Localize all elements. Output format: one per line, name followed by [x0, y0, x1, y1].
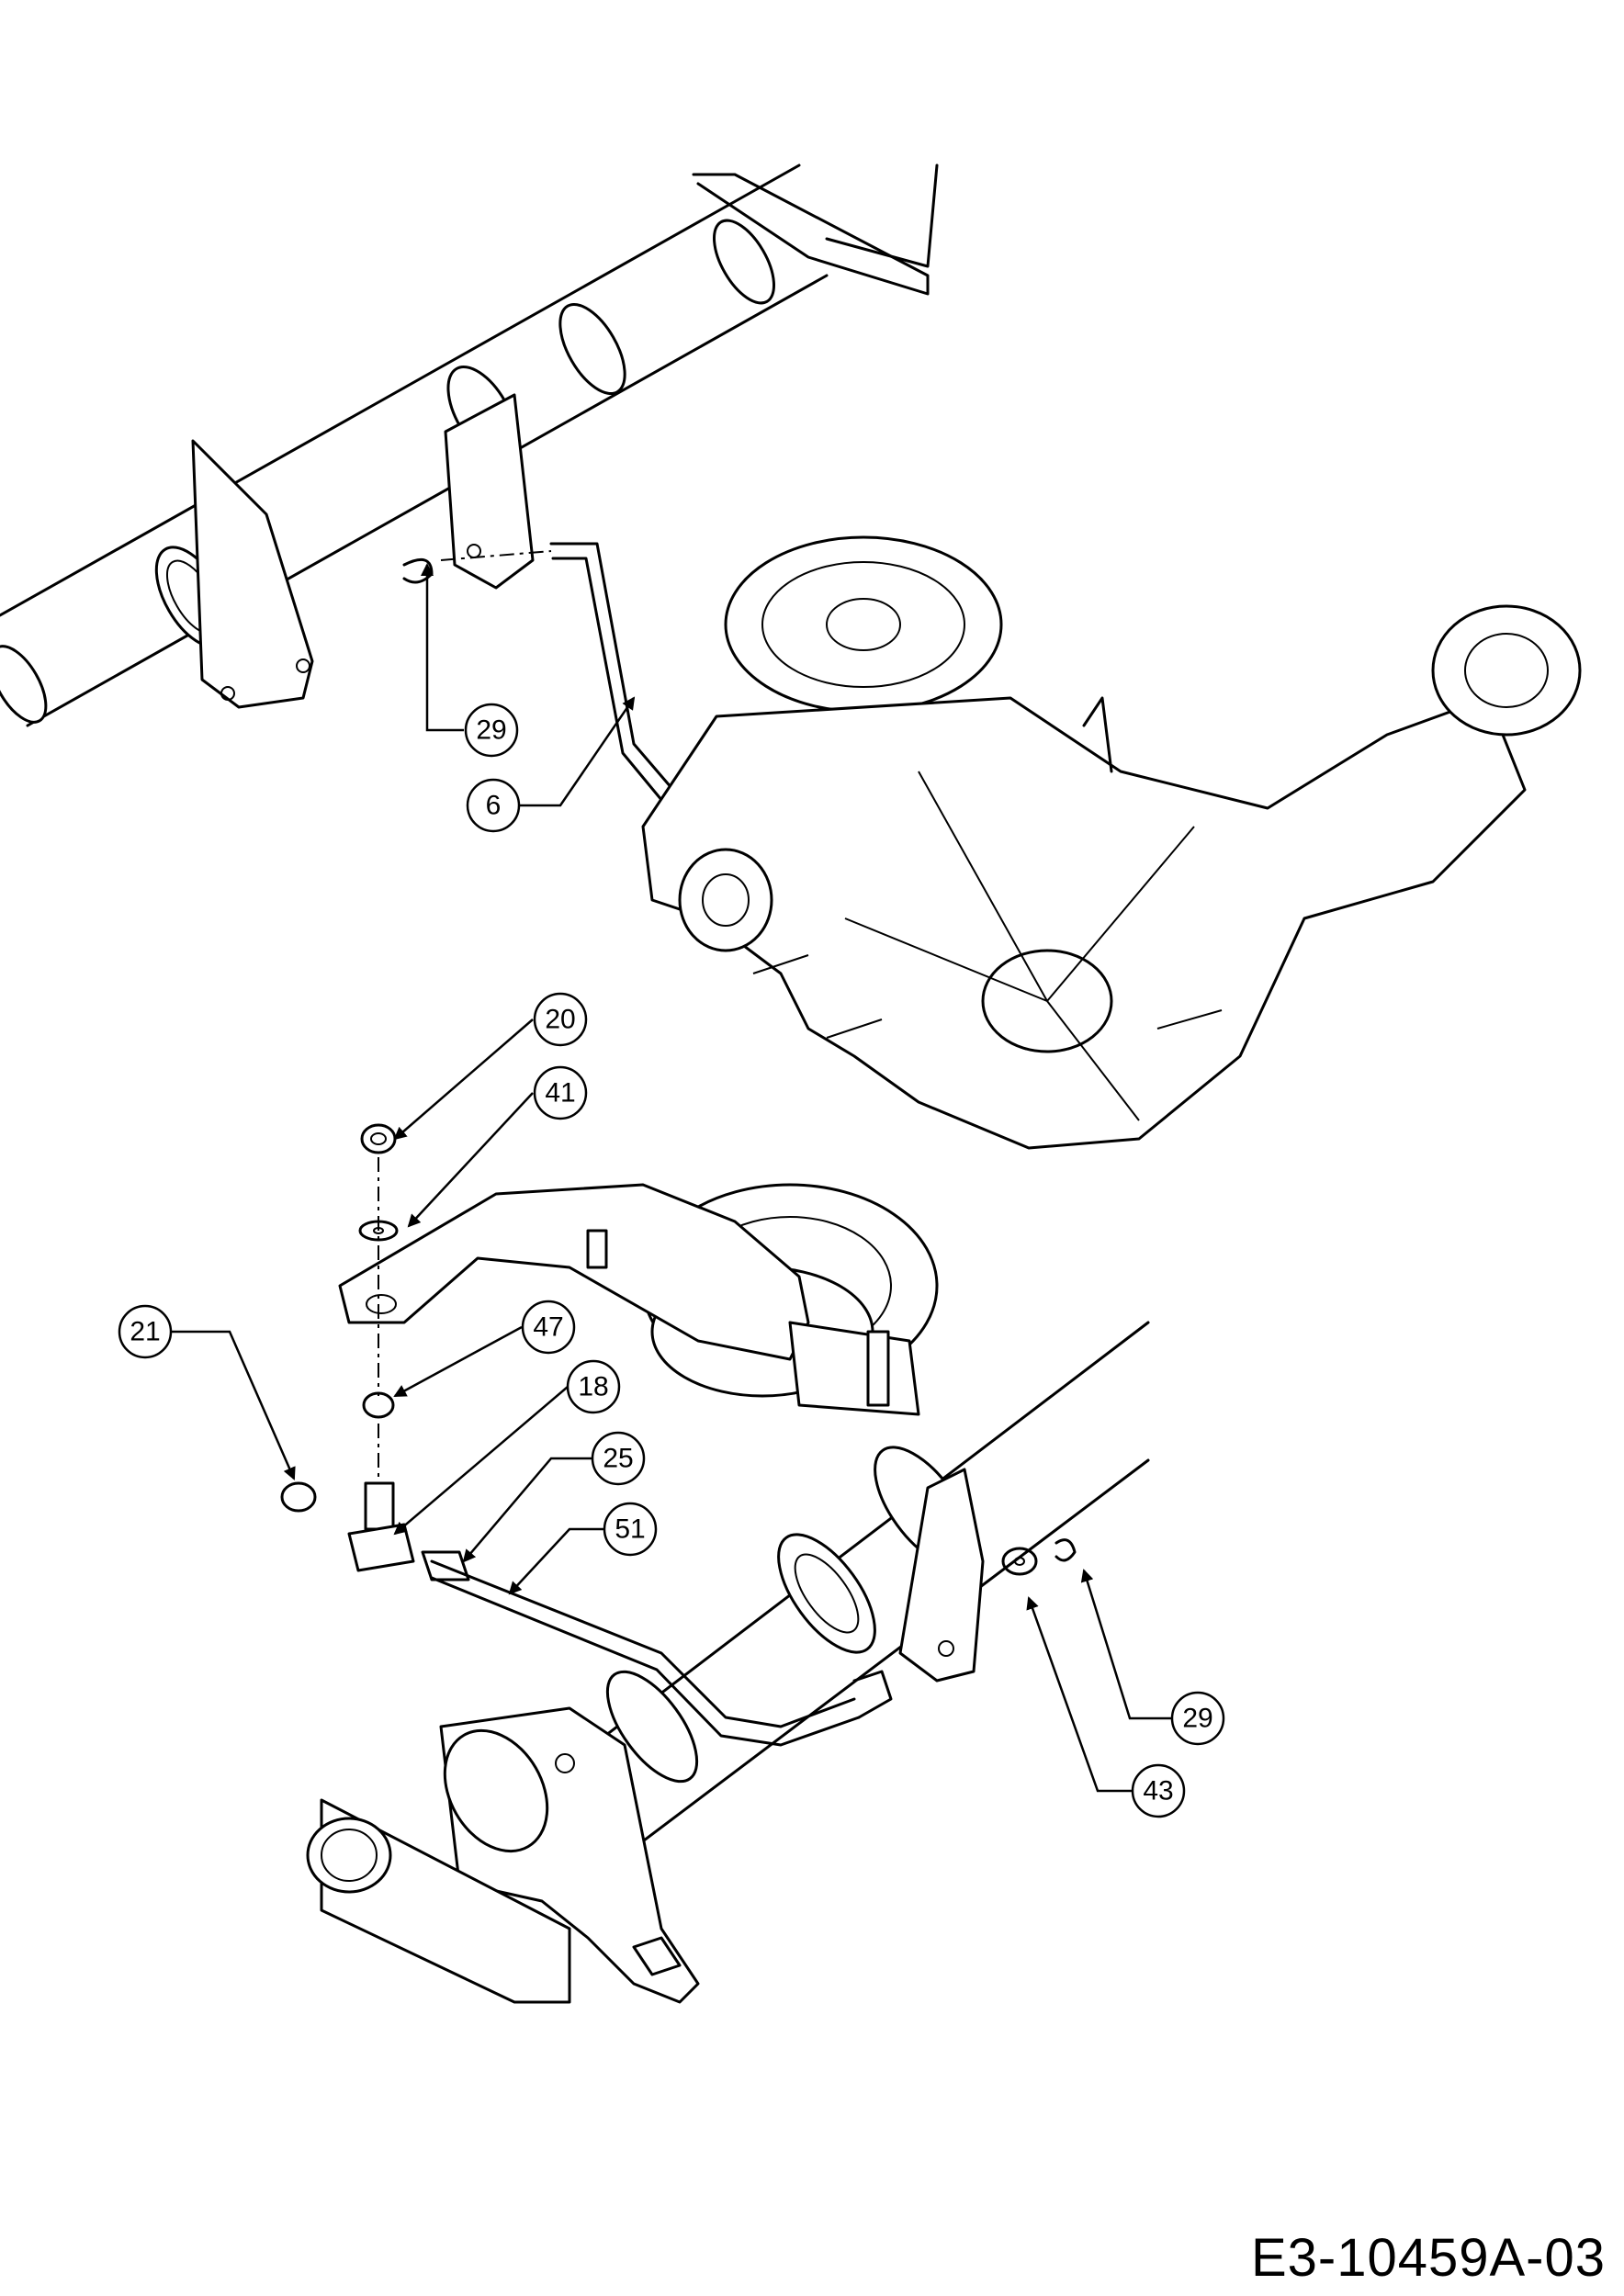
callout-bubble: 29	[464, 703, 519, 758]
callout-bubble: 25	[591, 1431, 646, 1486]
callout-bubble: 41	[533, 1065, 588, 1120]
callout-bubble: 20	[533, 992, 588, 1047]
callout-bubble: 47	[521, 1300, 576, 1355]
callout-label: 21	[130, 1317, 160, 1347]
callout-label: 51	[615, 1514, 645, 1545]
callout-label: 20	[545, 1005, 575, 1035]
callout-label: 25	[603, 1444, 633, 1474]
callout-label: 29	[1182, 1704, 1212, 1734]
idler-pulley-assembly	[338, 1183, 939, 1416]
callout-bubble: 18	[566, 1359, 621, 1414]
callout-label: 29	[476, 715, 506, 746]
upper-axle-tube	[0, 163, 939, 727]
callout-bubble: 29	[1170, 1691, 1225, 1746]
callout-label: 47	[533, 1312, 563, 1343]
callout-bubble: 51	[603, 1502, 658, 1557]
transaxle	[641, 535, 1582, 1150]
callout-bubble: 43	[1131, 1763, 1186, 1818]
callout-label: 6	[486, 791, 502, 821]
diagram-id: E3-10459A-03	[1250, 2228, 1606, 2288]
callout-bubble: 21	[118, 1304, 173, 1359]
callout-label: 43	[1143, 1776, 1173, 1806]
callout-label: 18	[578, 1372, 608, 1402]
callout-bubble: 6	[466, 778, 521, 833]
callout-leaders	[145, 563, 1171, 1793]
callout-label: 41	[545, 1078, 575, 1109]
lower-axle-tube	[306, 1321, 1150, 2004]
